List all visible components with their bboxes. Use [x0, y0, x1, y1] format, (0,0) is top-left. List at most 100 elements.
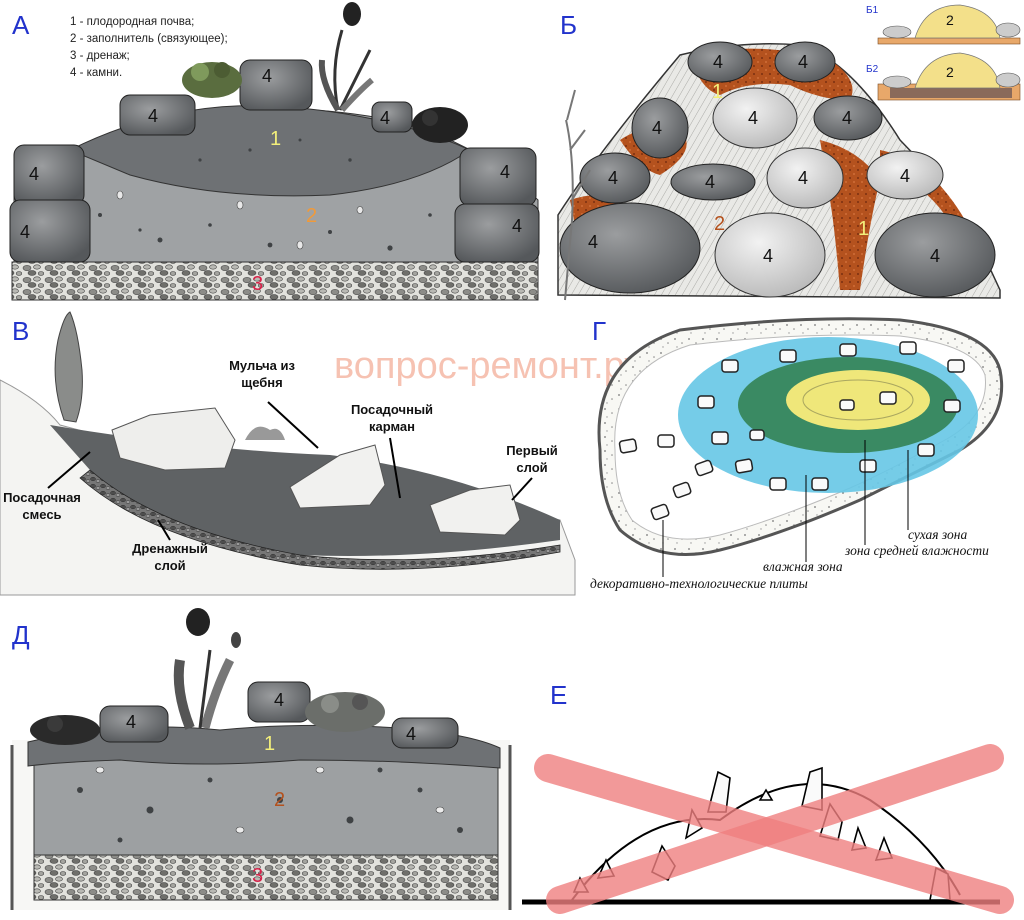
d-shrub-left: [30, 715, 100, 745]
d-iris: [173, 608, 241, 730]
stepping-plates: [618, 341, 965, 521]
b-label-4-k: 4: [763, 246, 773, 266]
panel-v: В Мульча из щебня Посадочный карман Перв…: [0, 311, 576, 596]
b-label-4-h: 4: [798, 168, 808, 188]
inset-b2-label: Б2: [866, 64, 879, 75]
label-mix-1: Посадочная: [3, 490, 81, 505]
label-4-right-bottom: 4: [512, 216, 522, 236]
d-stone-center: [247, 681, 311, 723]
label-pocket-1: Посадочный: [351, 402, 433, 417]
inset-b2: Б2 2: [866, 52, 1021, 101]
d-label-1: 1: [264, 733, 275, 755]
stone-left-bottom: [9, 199, 91, 263]
panel-b: Б 4 4 4 4 4 4 4 4 4 4 4 4 1: [557, 4, 1021, 301]
label-4-top-center: 4: [262, 66, 272, 86]
inset-b1: Б1 2: [866, 4, 1021, 45]
leader-pocket: [389, 437, 401, 499]
b-stone-center: [766, 147, 844, 209]
b-label-4-j: 4: [588, 232, 598, 252]
leader-mulch: [267, 401, 319, 449]
plant-iris: [318, 2, 374, 113]
stone-right-top: [459, 147, 537, 207]
d-shrub-right: [305, 692, 385, 732]
plant-shrub-left: [182, 62, 242, 98]
label-2-filler: 2: [306, 205, 317, 227]
cypress-tree: [54, 311, 83, 423]
d-stone-right: [391, 717, 459, 749]
b-stone-bottom-center: [714, 212, 826, 298]
inset-b1-label: Б1: [866, 5, 879, 16]
stone-top-right: [371, 101, 413, 133]
panel-d: Д: [10, 608, 512, 910]
label-first-2: слой: [516, 460, 547, 475]
b-stone-top-right: [774, 41, 836, 83]
leader-first: [511, 477, 533, 501]
label-4-top-right: 4: [380, 108, 390, 128]
b-stone-center-top: [712, 87, 798, 149]
label-mix-2: смесь: [22, 507, 61, 522]
b-stone-bottom-left: [559, 202, 701, 294]
leader-mix: [47, 451, 91, 489]
b-label-1-top: 1: [712, 81, 723, 103]
d-drainage-layer: [33, 854, 499, 901]
label-4-left-bottom: 4: [20, 222, 30, 242]
v-stone-right: [429, 484, 521, 536]
d-label-4-right: 4: [406, 724, 416, 744]
d-label-3: 3: [252, 865, 263, 887]
b-label-4-d: 4: [652, 118, 662, 138]
b-stone-flat: [670, 163, 756, 201]
label-1-soil: 1: [270, 128, 281, 150]
inset-b1-num: 2: [946, 12, 954, 28]
label-pocket-2: карман: [369, 419, 415, 434]
b-stone-left-mid: [631, 97, 689, 159]
panel-g-letter: Г: [592, 316, 606, 346]
panel-v-letter: В: [12, 316, 29, 346]
d-filler-layer: [33, 759, 499, 856]
twig: [564, 89, 591, 301]
panel-g: Г: [590, 316, 1004, 591]
e-mound-curve: [571, 783, 961, 901]
watermark: вопрос-ремонт.ру: [334, 345, 643, 387]
b-stone-right: [866, 150, 944, 200]
leader-drain: [157, 519, 171, 541]
v-stone-center: [289, 444, 386, 509]
dry-zone-ring: [802, 379, 914, 421]
panel-e: Е: [522, 680, 1014, 914]
panel-a-legend: 1 - плодородная почва; 2 - заполнитель (…: [70, 16, 228, 79]
b-stone-bottom-right: [874, 212, 996, 298]
b-stone-top-left: [687, 41, 753, 83]
legend-line-2: 2 - заполнитель (связующее);: [70, 33, 228, 45]
d-label-2: 2: [274, 789, 285, 811]
dry-zone: [786, 370, 930, 430]
label-drain-1: Дренажный: [132, 541, 208, 556]
label-first-1: Первый: [506, 443, 558, 458]
label-drain-2: слой: [154, 558, 185, 573]
panel-b-letter: Б: [560, 10, 577, 40]
label-mid-zone: зона средней влажности: [844, 543, 989, 558]
inset-b2-num: 2: [946, 64, 954, 80]
label-4-left-top: 4: [29, 164, 39, 184]
panel-d-letter: Д: [12, 620, 30, 650]
d-label-4-center: 4: [274, 690, 284, 710]
label-4-right-top: 4: [500, 162, 510, 182]
stone-top-center: [239, 59, 313, 111]
label-4-top-left: 4: [148, 106, 158, 126]
legend-line-3: 3 - дренаж;: [70, 50, 130, 62]
drainage-layer: [11, 261, 539, 301]
b-label-4-a: 4: [713, 52, 723, 72]
label-3-drainage: 3: [252, 273, 263, 295]
b-label-4-b: 4: [798, 52, 808, 72]
label-mulch-1: Мульча из: [229, 358, 295, 373]
legend-line-4: 4 - камни.: [70, 67, 122, 79]
b-label-4-i: 4: [900, 166, 910, 186]
d-stone-left: [99, 705, 169, 743]
b-label-4-l: 4: [930, 246, 940, 266]
stone-top-left: [119, 94, 196, 136]
b-label-4-c: 4: [748, 108, 758, 128]
cross-line-2: [546, 744, 1004, 914]
stone-left-top: [13, 144, 85, 206]
plant-shrub-right: [412, 107, 468, 143]
b-label-1-right: 1: [858, 218, 869, 240]
b-label-2: 2: [714, 213, 725, 235]
